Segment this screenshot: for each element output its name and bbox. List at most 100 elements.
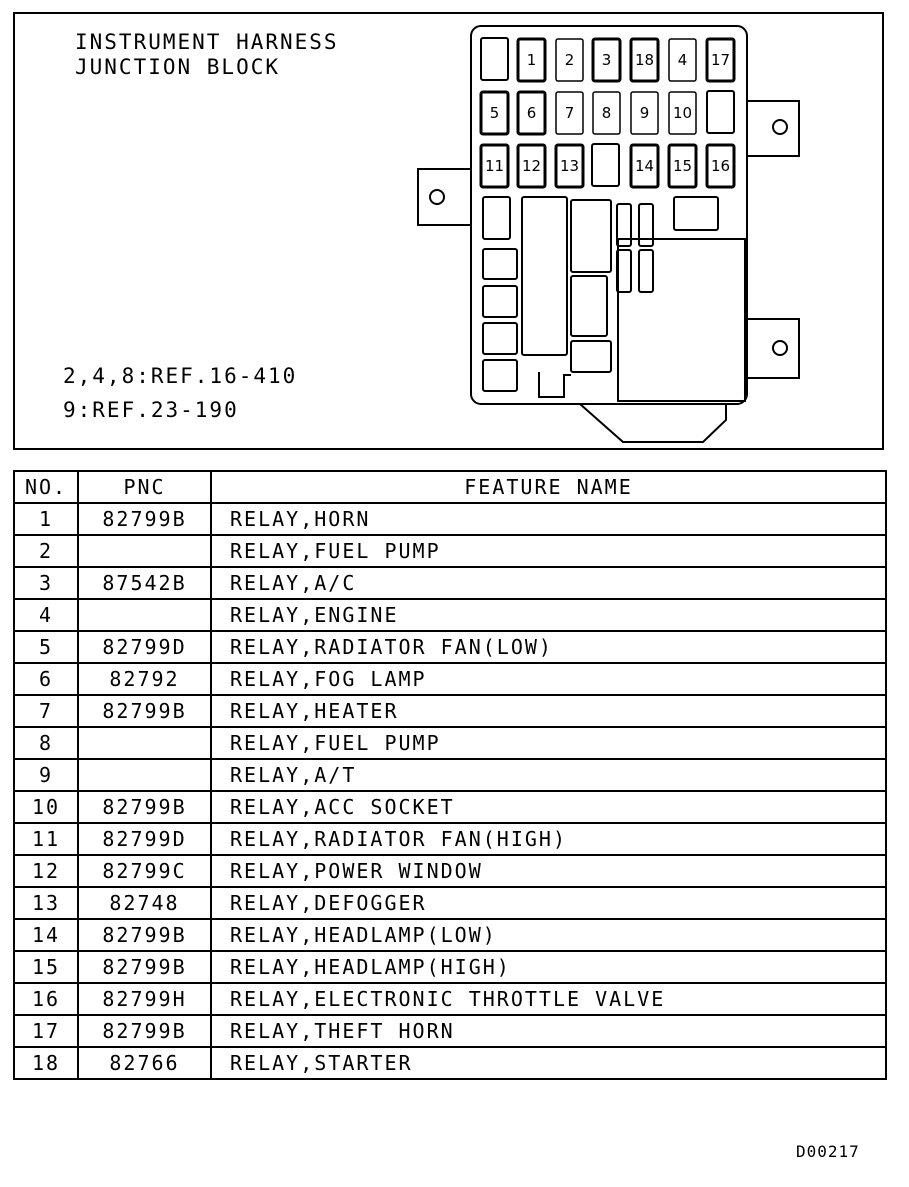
lower-slot-j: [538, 372, 571, 398]
cell-pnc: 82766: [77, 1046, 212, 1080]
relay-slot-label: 16: [711, 157, 730, 175]
header-no: NO.: [13, 470, 79, 504]
relay-slot-label: 14: [635, 157, 654, 175]
lower-slot-a: [482, 196, 511, 240]
relay-slot: [629, 143, 660, 189]
junction-block-diagram: INSTRUMENT HARNESS JUNCTION BLOCK 2,4,8:…: [13, 12, 884, 450]
diagram-title-line-1: INSTRUMENT HARNESS: [75, 30, 339, 54]
cell-pnc: 82799D: [77, 822, 212, 856]
left-mount-tab: [417, 168, 474, 226]
cell-no: 18: [13, 1046, 79, 1080]
table-row: 2 RELAY,FUEL PUMP: [13, 534, 887, 568]
cell-pnc: 82799B: [77, 694, 212, 728]
cell-feature-name: RELAY,DEFOGGER: [210, 886, 887, 920]
left-mount-hole: [429, 189, 445, 205]
cell-no: 2: [13, 534, 79, 568]
cell-feature-name: RELAY,RADIATOR FAN(HIGH): [210, 822, 887, 856]
cell-pnc: 82799B: [77, 502, 212, 536]
right-lower-mount-tab: [744, 318, 800, 379]
relay-slot-label: 3: [602, 51, 612, 69]
lower-slot-b: [570, 199, 612, 273]
relay-slot: [668, 38, 697, 82]
cell-pnc: [77, 726, 212, 760]
relay-slot-label: 13: [560, 157, 579, 175]
junction-block-body: [470, 25, 748, 405]
cell-pnc: [77, 598, 212, 632]
cell-pnc: 82799B: [77, 950, 212, 984]
cell-no: 15: [13, 950, 79, 984]
relay-slot: [479, 143, 510, 189]
cell-pnc: 87542B: [77, 566, 212, 600]
relay-slot: [554, 143, 585, 189]
cell-no: 6: [13, 662, 79, 696]
blank-slot-row2-end: [706, 90, 735, 134]
relay-slot-label: 12: [522, 157, 541, 175]
relay-slot-label: 5: [490, 104, 500, 122]
relay-slot: [479, 90, 510, 136]
cell-no: 17: [13, 1014, 79, 1048]
cell-no: 11: [13, 822, 79, 856]
relay-slot-label: 4: [678, 51, 688, 69]
relay-slot-label: 17: [711, 51, 730, 69]
relay-slot-label: 7: [565, 104, 575, 122]
ref-note-1: 2,4,8:REF.16-410: [63, 364, 298, 388]
relay-slot: [592, 91, 621, 135]
lower-slot-i: [570, 340, 612, 373]
relay-slot: [516, 143, 547, 189]
cell-feature-name: RELAY,HEATER: [210, 694, 887, 728]
cell-feature-name: RELAY,HORN: [210, 502, 887, 536]
mini-fuse-1: [616, 203, 632, 247]
relay-slot-label: 6: [527, 104, 537, 122]
diagram-code: D00217: [796, 1142, 860, 1161]
cell-no: 3: [13, 566, 79, 600]
relay-slot-label: 2: [565, 51, 575, 69]
right-upper-mount-hole: [772, 119, 788, 135]
lower-slot-e: [482, 285, 518, 318]
header-feature-name: FEATURE NAME: [210, 470, 887, 504]
cell-no: 16: [13, 982, 79, 1016]
cell-feature-name: RELAY,ELECTRONIC THROTTLE VALVE: [210, 982, 887, 1016]
cell-no: 10: [13, 790, 79, 824]
cell-feature-name: RELAY,FUEL PUMP: [210, 534, 887, 568]
mini-fuse-2: [638, 203, 654, 247]
cell-no: 12: [13, 854, 79, 888]
cell-no: 9: [13, 758, 79, 792]
relay-slot: [591, 37, 622, 83]
relay-slot: [667, 143, 698, 189]
lower-slot-d: [482, 248, 518, 280]
cell-no: 4: [13, 598, 79, 632]
relay-slot-label: 18: [635, 51, 654, 69]
relay-slot: [629, 37, 660, 83]
cell-pnc: [77, 758, 212, 792]
relay-slot: [516, 90, 547, 136]
cell-feature-name: RELAY,A/C: [210, 566, 887, 600]
cell-feature-name: RELAY,ACC SOCKET: [210, 790, 887, 824]
ref-note-2: 9:REF.23-190: [63, 398, 239, 422]
relay-slot-label: 1: [527, 51, 537, 69]
cell-feature-name: RELAY,ENGINE: [210, 598, 887, 632]
cell-pnc: 82799D: [77, 630, 212, 664]
cell-no: 1: [13, 502, 79, 536]
cell-feature-name: RELAY,POWER WINDOW: [210, 854, 887, 888]
right-lower-mount-hole: [772, 340, 788, 356]
lower-slot-f: [482, 322, 518, 355]
bottom-connector: [577, 403, 727, 443]
cell-pnc: 82792: [77, 662, 212, 696]
relay-slot: [555, 91, 584, 135]
mini-fuse-4: [638, 249, 654, 293]
cell-feature-name: RELAY,HEADLAMP(LOW): [210, 918, 887, 952]
cell-feature-name: RELAY,HEADLAMP(HIGH): [210, 950, 887, 984]
relay-slot: [705, 143, 736, 189]
relay-slot-label: 9: [640, 104, 650, 122]
